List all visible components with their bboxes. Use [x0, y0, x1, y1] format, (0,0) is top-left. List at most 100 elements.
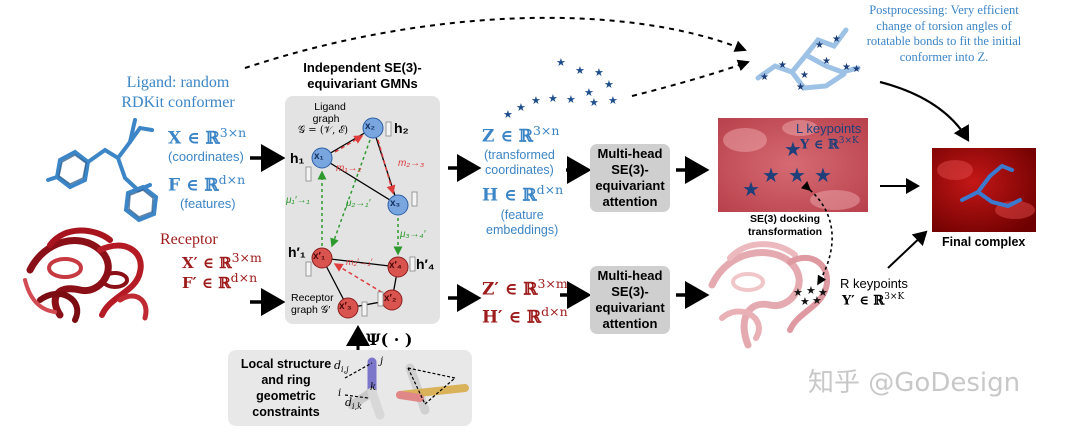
local-dij-sub: i,j	[341, 365, 349, 375]
L-keypoints-math: Y ∈ ℝ3×K	[800, 136, 859, 152]
postprocessing-ligand	[755, 27, 861, 91]
z-caption-line2: coordinates)	[485, 163, 554, 177]
cross-mu34p: μ₃→₄′	[400, 229, 426, 240]
local-line2: and ring	[261, 373, 311, 387]
ligand-X-math: X ∈ ℝ3×n	[168, 125, 246, 149]
ligand-graph-math: 𝒢 = (𝒱, ℰ)	[298, 125, 349, 136]
local-dij-text: d	[334, 359, 342, 372]
arrow-R-to-final	[887, 230, 928, 269]
zp-math: Z′ ∈ ℝ3×m	[482, 276, 568, 300]
local-dij: di,j	[334, 359, 349, 374]
receptor-X-sup: 3×m	[231, 250, 262, 265]
h2-label: h₂	[394, 120, 409, 136]
attn-top-line4: attention	[602, 194, 658, 209]
receptor-F-math: F′ ∈ ℝd×n	[182, 270, 257, 292]
attention-box-top: Multi-head SE(3)- equivariant attention	[590, 144, 670, 212]
msg-m12: m₁→₂	[336, 163, 362, 174]
h-caption: (feature embeddings)	[486, 208, 558, 238]
svg-text:★: ★	[762, 165, 780, 187]
gmn-title-line1: Independent SE(3)-	[303, 60, 422, 75]
svg-text:★: ★	[814, 165, 832, 187]
final-complex-surface	[932, 148, 1036, 232]
svg-text:★: ★	[793, 287, 803, 299]
attn-bottom-line2: SE(3)-	[611, 284, 649, 299]
svg-text:★: ★	[584, 87, 594, 99]
gmn-title: Independent SE(3)- equivariant GMNs	[285, 60, 440, 92]
receptor-caption: Receptor	[160, 231, 218, 248]
hp-sup: d×n	[541, 304, 568, 319]
attn-top-line1: Multi-head	[597, 146, 663, 161]
R-math-text: Y′ ∈ ℝ	[842, 293, 885, 309]
svg-text:★: ★	[822, 56, 831, 67]
ligand-nodes	[311, 117, 409, 216]
post-line4: conformer into Z.	[899, 49, 989, 64]
ligand-molecule	[46, 118, 159, 223]
h4p-label: h′₄	[416, 256, 435, 272]
z-math: Z ∈ ℝ3×n	[482, 123, 559, 147]
svg-text:★: ★	[852, 64, 861, 75]
L-keypoints-label: L keypoints	[796, 121, 862, 136]
node-x2: x₂	[365, 121, 376, 132]
svg-text:★: ★	[788, 165, 806, 187]
node-x3: x₃	[390, 198, 401, 209]
svg-text:★: ★	[760, 72, 769, 83]
attn-bottom-line4: attention	[602, 316, 658, 331]
svg-text:★: ★	[608, 95, 618, 107]
ligand-caption-line2: RDKit conformer	[121, 94, 235, 111]
svg-text:★: ★	[818, 287, 828, 299]
svg-text:★: ★	[778, 60, 787, 71]
final-complex-ligand	[960, 163, 1022, 209]
node-x1p: x′₁	[313, 251, 326, 262]
L-surface	[718, 118, 868, 212]
svg-text:★: ★	[589, 97, 599, 109]
attn-bottom-line3: equivariant	[595, 300, 665, 315]
hp-math: H′ ∈ ℝd×n	[482, 304, 568, 328]
svg-text:★: ★	[796, 82, 805, 93]
svg-text:★: ★	[806, 285, 816, 297]
local-structure-sticks	[347, 357, 469, 420]
svg-text:★: ★	[812, 295, 822, 307]
ligand-F-caption: (features)	[180, 196, 236, 211]
R-keypoint-stars: ★★★ ★★	[793, 285, 828, 308]
postprocessing-text: Postprocessing: Very efficient change of…	[842, 3, 1046, 65]
ligand-graph-line1: Ligand	[314, 101, 346, 113]
node-x2p: x′₂	[384, 293, 397, 304]
z-sup: 3×n	[532, 123, 560, 138]
receptor-graph-line1: Receptor	[291, 292, 334, 304]
zp-text: Z′ ∈ ℝ	[482, 279, 538, 300]
local-dik-text: d	[345, 396, 353, 409]
post-line1: Postprocessing: Very efficient	[869, 3, 1019, 17]
docking-line1: SE(3) docking	[750, 213, 821, 225]
L-math-sup: 3×K	[838, 136, 859, 146]
local-dik-sub: i,k	[352, 402, 362, 412]
receptor-protein	[23, 227, 149, 323]
attn-top-line3: equivariant	[595, 178, 665, 193]
ligand-graph-label: Ligand graph 𝒢 = (𝒱, ℰ)	[298, 101, 348, 137]
z-caption: (transformed coordinates)	[484, 148, 555, 178]
ligand-X-text: X ∈ ℝ	[168, 128, 220, 149]
dashed-arc-stars	[631, 59, 750, 97]
receptor-nodes	[311, 247, 409, 319]
ligand-F-text: F ∈ ℝ	[168, 175, 219, 196]
svg-text:★: ★	[575, 65, 585, 77]
attention-box-bottom: Multi-head SE(3)- equivariant attention	[590, 266, 670, 334]
svg-text:★: ★	[742, 179, 760, 201]
h-math: H ∈ ℝd×n	[482, 182, 563, 206]
docking-label: SE(3) docking transformation	[748, 213, 822, 239]
ligand-X-caption: (coordinates)	[168, 149, 244, 164]
ligand-caption: Ligand: random RDKit conformer	[108, 73, 248, 113]
svg-text:★: ★	[566, 94, 576, 106]
postprocessing-stars: ★★★ ★★★ ★★★	[760, 34, 861, 93]
z-text: Z ∈ ℝ	[482, 126, 533, 147]
svg-text:★: ★	[516, 102, 526, 114]
local-k: k	[370, 382, 377, 393]
hp-text: H′ ∈ ℝ	[482, 307, 542, 328]
local-line3: geometric	[256, 389, 316, 403]
local-i: i	[338, 388, 342, 399]
svg-text:★: ★	[784, 139, 802, 161]
msg-m2p1p: m₂′→₁′	[346, 257, 373, 267]
svg-text:★: ★	[594, 67, 604, 79]
R-keypoints-math: Y′ ∈ ℝ3×K	[842, 292, 904, 308]
cross-mu1p1: μ₁′→₁	[286, 195, 310, 206]
svg-text:★: ★	[842, 62, 851, 73]
